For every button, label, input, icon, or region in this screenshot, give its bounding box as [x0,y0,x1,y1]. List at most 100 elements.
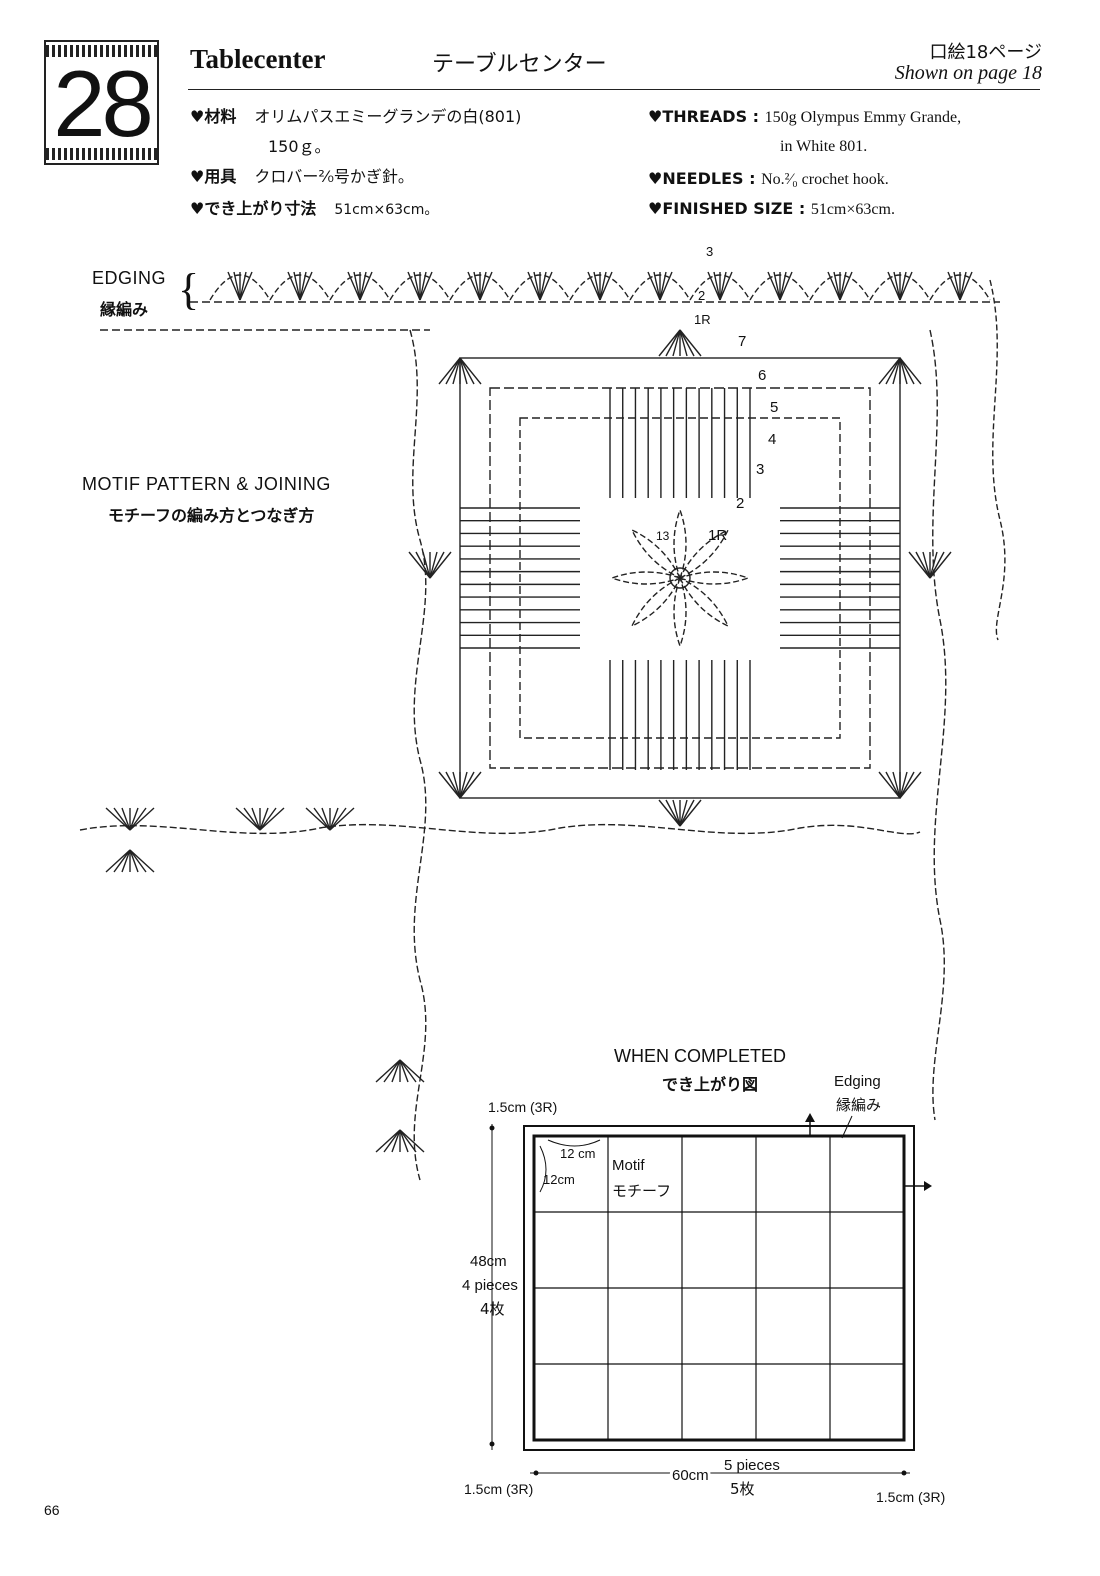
materials-label: ♥材料 [190,107,237,126]
fan-stitch [679,329,688,357]
threads-value-2: in White 801. [780,138,868,155]
round-label-7: 7 [738,333,746,350]
fan-stitch [329,807,339,831]
join-fan [235,807,285,831]
edging-stitch [833,271,841,301]
edging-stitch [419,271,427,301]
edging-stitch [839,271,853,301]
motif-section-label-en: MOTIF PATTERN & JOINING [82,474,331,494]
edging-stitch [467,271,481,301]
fan-stitch [658,329,681,357]
join-fan [305,807,355,831]
needles-value: No.²⁄₀ crochet hook. [761,171,889,188]
corner-fan [408,551,452,579]
completed-labels: WHEN COMPLETED でき上がり図 Edging 縁編み Motif モ… [462,1046,945,1505]
edging-stitch [719,271,733,301]
edging-stitch [419,271,433,301]
fan-stitch [672,799,681,827]
fan-stitch [235,807,261,831]
edging-stitch [599,271,607,301]
edging-round-2: 2 [698,288,705,303]
fan-stitch [459,771,475,799]
fan-stitch [329,807,347,831]
edging-label-small-jp: 縁編み [836,1096,881,1114]
edging-stitch [653,271,661,301]
motif-chart [79,271,1006,1181]
edging-stitch [719,271,727,301]
fan-stitch [452,357,461,385]
edging-stitch [479,271,493,301]
fan-stitch [113,849,131,873]
fan-stitch [658,799,681,827]
title-japanese: テーブルセンター [432,52,607,77]
join-fan [375,1059,425,1083]
edging-stitch [707,271,721,301]
fan-stitch [399,1129,409,1153]
fan-stitch [899,771,908,799]
corner-fan [658,799,702,827]
edging-stitch [587,271,601,301]
size-value-jp: 51cm×63cm。 [334,202,439,218]
width-pieces-label: 5 pieces [724,1457,780,1474]
edging-stitch [353,271,361,301]
edging-label-jp: 縁編み [100,300,149,319]
fan-stitch [459,357,482,385]
edging-stitch [773,271,781,301]
height-pieces-label: 4 pieces [462,1277,518,1294]
badge-decoration-bottom [46,148,157,160]
petal [630,577,681,628]
margin-top-label: 1.5cm (3R) [488,1099,557,1115]
edging-stitch [893,271,901,301]
edging-stitch [959,271,967,301]
width-pieces-jp-label: 5枚 [730,1480,755,1498]
petal [630,528,681,579]
fan-stitch [429,551,445,579]
stitch-fans [408,329,952,827]
corner-fan [908,551,952,579]
outer-edging-border [523,1125,915,1451]
fan-stitch [679,799,695,827]
fan-stitch [129,849,139,873]
edging-label-small-en: Edging [834,1073,881,1090]
fan-stitch [929,551,945,579]
round-label-13: 13 [656,529,670,543]
fan-stitch [391,1059,401,1083]
fan-stitch [679,329,695,357]
corner-fan [878,771,922,799]
margin-bottom-left-label: 1.5cm (3R) [464,1481,533,1497]
edging-stitch [899,271,907,301]
fan-stitch [452,771,461,799]
motif-label-en: Motif [612,1157,645,1174]
needles-label: ♥NEEDLES [648,169,744,188]
left-join [409,329,427,1181]
fan-stitch [899,357,908,385]
tools-label: ♥用具 [190,167,237,186]
fan-stitch [105,807,131,831]
motif-grid [534,1136,904,1440]
width-cm-label: 60cm [672,1467,709,1484]
size-label-jp: ♥でき上がり寸法 [190,199,317,218]
fan-stitch [243,807,261,831]
petal [679,577,730,628]
fan-block [609,388,751,498]
fan-stitch [391,1129,401,1153]
edging-stitch [959,271,973,301]
edging-stitch [527,271,541,301]
edging-stitch [947,271,961,301]
spec-tools-jp: ♥用具 クロバー²⁄₀号かぎ針。 [190,166,414,189]
edging-stitch [647,271,661,301]
fan-stitch [399,1059,417,1083]
edging-round-1r: 1R [694,312,711,327]
threads-value: 150g Olympus Emmy Grande, [764,109,962,126]
round-labels: 1R 2 3 4 5 6 7 13 1R 2 3 [656,244,778,544]
edging-stitch [533,271,541,301]
right-join [929,329,947,1121]
edging-stitch [479,271,487,301]
spec-needles-en: ♥NEEDLES : No.²⁄₀ crochet hook. [648,169,889,188]
spec-materials-jp: ♥材料 オリムパスエミーグランデの白(801) [190,106,521,129]
edging-stitch [539,271,553,301]
fan-stitch [305,807,331,831]
fan-stitch [399,1059,409,1083]
pattern-number: 28 [53,51,154,156]
round-label-3: 3 [756,461,764,478]
